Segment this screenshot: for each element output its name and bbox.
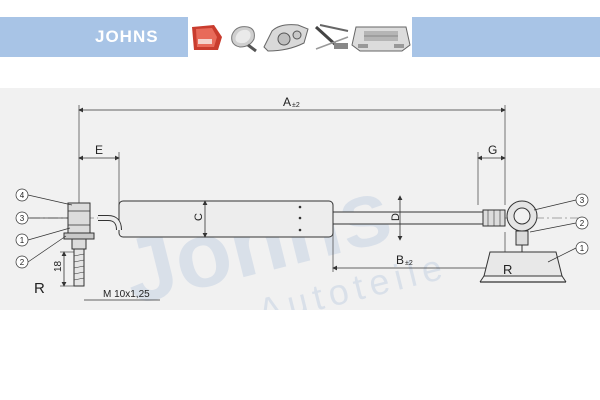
dimension-d: D	[390, 195, 403, 241]
dimension-a: A ±2	[78, 95, 506, 113]
gas-spring-diagram: Johns Autoteile A ±2 E G B ±2 18	[0, 88, 600, 310]
headlight-icon[interactable]	[263, 24, 309, 52]
label-18: 18	[53, 260, 64, 272]
header-right-panel	[412, 17, 600, 57]
cylinder-body	[118, 200, 334, 238]
brand-logo[interactable]: JOHNS	[95, 27, 159, 46]
callouts-left	[15, 188, 73, 269]
callout-right-1: 3	[580, 196, 585, 205]
callout-left-3: 1	[20, 236, 25, 245]
callouts-right	[529, 193, 589, 263]
dimension-b: B ±2	[332, 253, 506, 271]
left-end-fitting	[63, 202, 122, 287]
header-bar: JOHNS	[0, 17, 600, 57]
dimension-c: C	[193, 200, 208, 238]
label-d: D	[390, 213, 402, 221]
callout-left-2: 3	[20, 214, 25, 223]
mirror-icon[interactable]	[231, 26, 257, 53]
label-c: C	[193, 213, 205, 221]
label-b-tolerance: ±2	[405, 260, 413, 267]
label-r-right: R	[503, 262, 512, 277]
dimension-g: G	[477, 143, 506, 161]
label-thread: M 10x1,25	[103, 289, 150, 300]
label-b: B	[396, 253, 404, 267]
callout-right-3: 1	[580, 244, 585, 253]
label-e: E	[95, 143, 103, 157]
dimension-e: E	[78, 143, 120, 161]
label-a-tolerance: ±2	[292, 102, 300, 109]
label-a: A	[283, 95, 291, 109]
grille-icon[interactable]	[351, 26, 411, 52]
callout-left-1: 4	[20, 191, 25, 200]
header-left-panel: JOHNS	[0, 17, 188, 57]
piston-rod	[332, 211, 484, 225]
label-g: G	[488, 143, 497, 157]
callout-right-2: 2	[580, 219, 585, 228]
callout-left-4: 2	[20, 258, 25, 267]
label-r-left: R	[34, 280, 45, 297]
category-thumbnails	[192, 24, 411, 53]
dimension-18: 18	[53, 251, 67, 287]
right-end-fitting	[479, 200, 567, 283]
wiper-icon[interactable]	[314, 24, 349, 50]
tail-light-icon[interactable]	[192, 25, 222, 50]
